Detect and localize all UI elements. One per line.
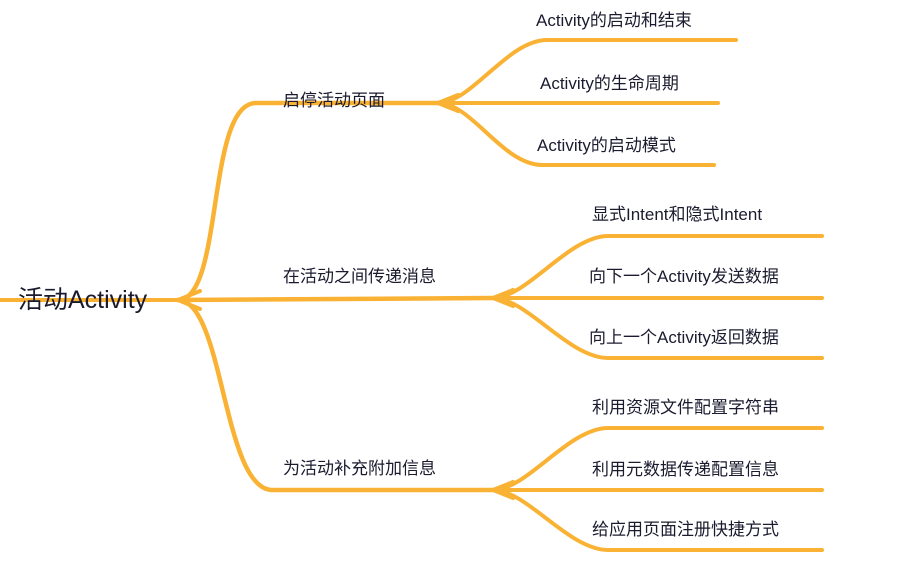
root-node-label[interactable]: 活动Activity (18, 286, 148, 314)
leaf-node-label-1-0[interactable]: 显式Intent和隐式Intent (592, 205, 763, 224)
branch-node-label-2[interactable]: 为活动补充附加信息 (283, 459, 436, 478)
leaf-node-label-1-1[interactable]: 向下一个Activity发送数据 (589, 267, 779, 286)
branch-node-label-0[interactable]: 启停活动页面 (283, 91, 385, 110)
leaf-connector-1-2 (491, 296, 824, 360)
branch-connector-0 (175, 100, 441, 303)
leaf-node-label-0-1[interactable]: Activity的生命周期 (540, 74, 679, 93)
leaf-node-label-2-0[interactable]: 利用资源文件配置字符串 (592, 398, 779, 417)
leaf-connector-0-0 (436, 38, 738, 105)
branch-connector-1 (175, 295, 496, 303)
leaf-node-label-0-2[interactable]: Activity的启动模式 (537, 136, 676, 155)
leaf-connector-2-2 (491, 488, 824, 552)
leaf-node-label-0-0[interactable]: Activity的启动和结束 (536, 11, 692, 30)
branch-connector-2 (175, 297, 496, 493)
leaf-connector-1-0 (491, 234, 824, 300)
leaf-connector-2-0 (491, 426, 824, 492)
leaf-node-label-2-2[interactable]: 给应用页面注册快捷方式 (592, 520, 779, 539)
branch-node-label-1[interactable]: 在活动之间传递消息 (283, 267, 436, 286)
leaf-node-label-2-1[interactable]: 利用元数据传递配置信息 (592, 460, 779, 479)
leaf-node-label-1-2[interactable]: 向上一个Activity返回数据 (589, 328, 779, 347)
leaf-connector-0-2 (436, 101, 716, 167)
